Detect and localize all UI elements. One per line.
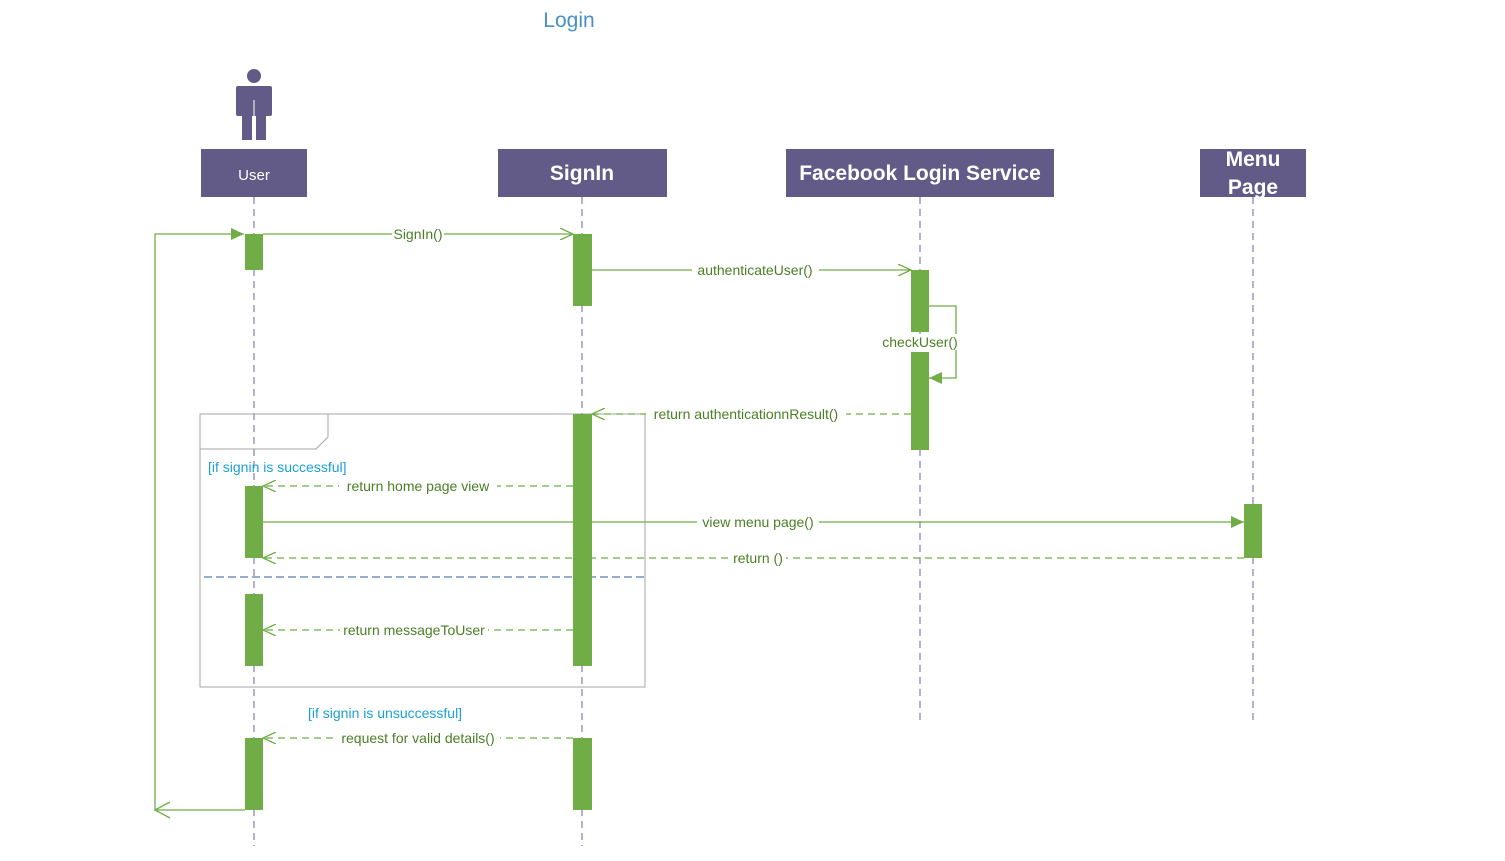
- activation-facebook-1: [911, 270, 929, 332]
- alt-fragment-tab: [200, 414, 329, 450]
- condition-success-label: [if signin is successful]: [208, 459, 347, 475]
- activation-menu-page: [1244, 504, 1262, 558]
- participant-user: User: [201, 149, 307, 197]
- message-request-details-label: request for valid details(): [341, 730, 494, 746]
- participant-menu-page: Menu Page: [1200, 148, 1306, 199]
- participant-signin: SignIn: [498, 149, 667, 197]
- activation-user-1: [245, 234, 263, 270]
- message-return-message-label: return messageToUser: [343, 622, 485, 638]
- alt-fragment: [199, 413, 646, 688]
- message-return-auth-label: return authenticationnResult(): [654, 406, 838, 422]
- activation-signin-3: [573, 738, 592, 810]
- activation-user-3: [245, 594, 263, 666]
- participant-menu-label-line1: Menu: [1226, 148, 1281, 171]
- message-return-home-label: return home page view: [347, 478, 490, 494]
- activation-user-4: [245, 738, 263, 810]
- activation-signin-2: [573, 414, 592, 666]
- activation-user-2: [245, 486, 263, 558]
- message-authenticate-label: authenticateUser(): [697, 262, 812, 278]
- participant-facebook: Facebook Login Service: [786, 149, 1054, 197]
- participant-facebook-label: Facebook Login Service: [799, 162, 1041, 185]
- participant-signin-label: SignIn: [550, 162, 614, 185]
- participant-menu-label-line2: Page: [1228, 176, 1278, 199]
- participant-user-label: User: [238, 167, 270, 184]
- message-return-menu-label: return (): [733, 550, 783, 566]
- condition-failure-label: [if signin is unsuccessful]: [308, 705, 462, 721]
- message-view-menu-label: view menu page(): [702, 514, 813, 530]
- message-check-user-label: checkUser(): [882, 334, 957, 350]
- diagram-title: Login: [543, 9, 594, 32]
- user-actor-icon: [236, 69, 272, 140]
- loop-back-arrow: [153, 228, 245, 819]
- activation-facebook-2: [911, 352, 929, 450]
- message-signin-label: SignIn(): [393, 226, 442, 242]
- activation-signin-1: [573, 234, 592, 306]
